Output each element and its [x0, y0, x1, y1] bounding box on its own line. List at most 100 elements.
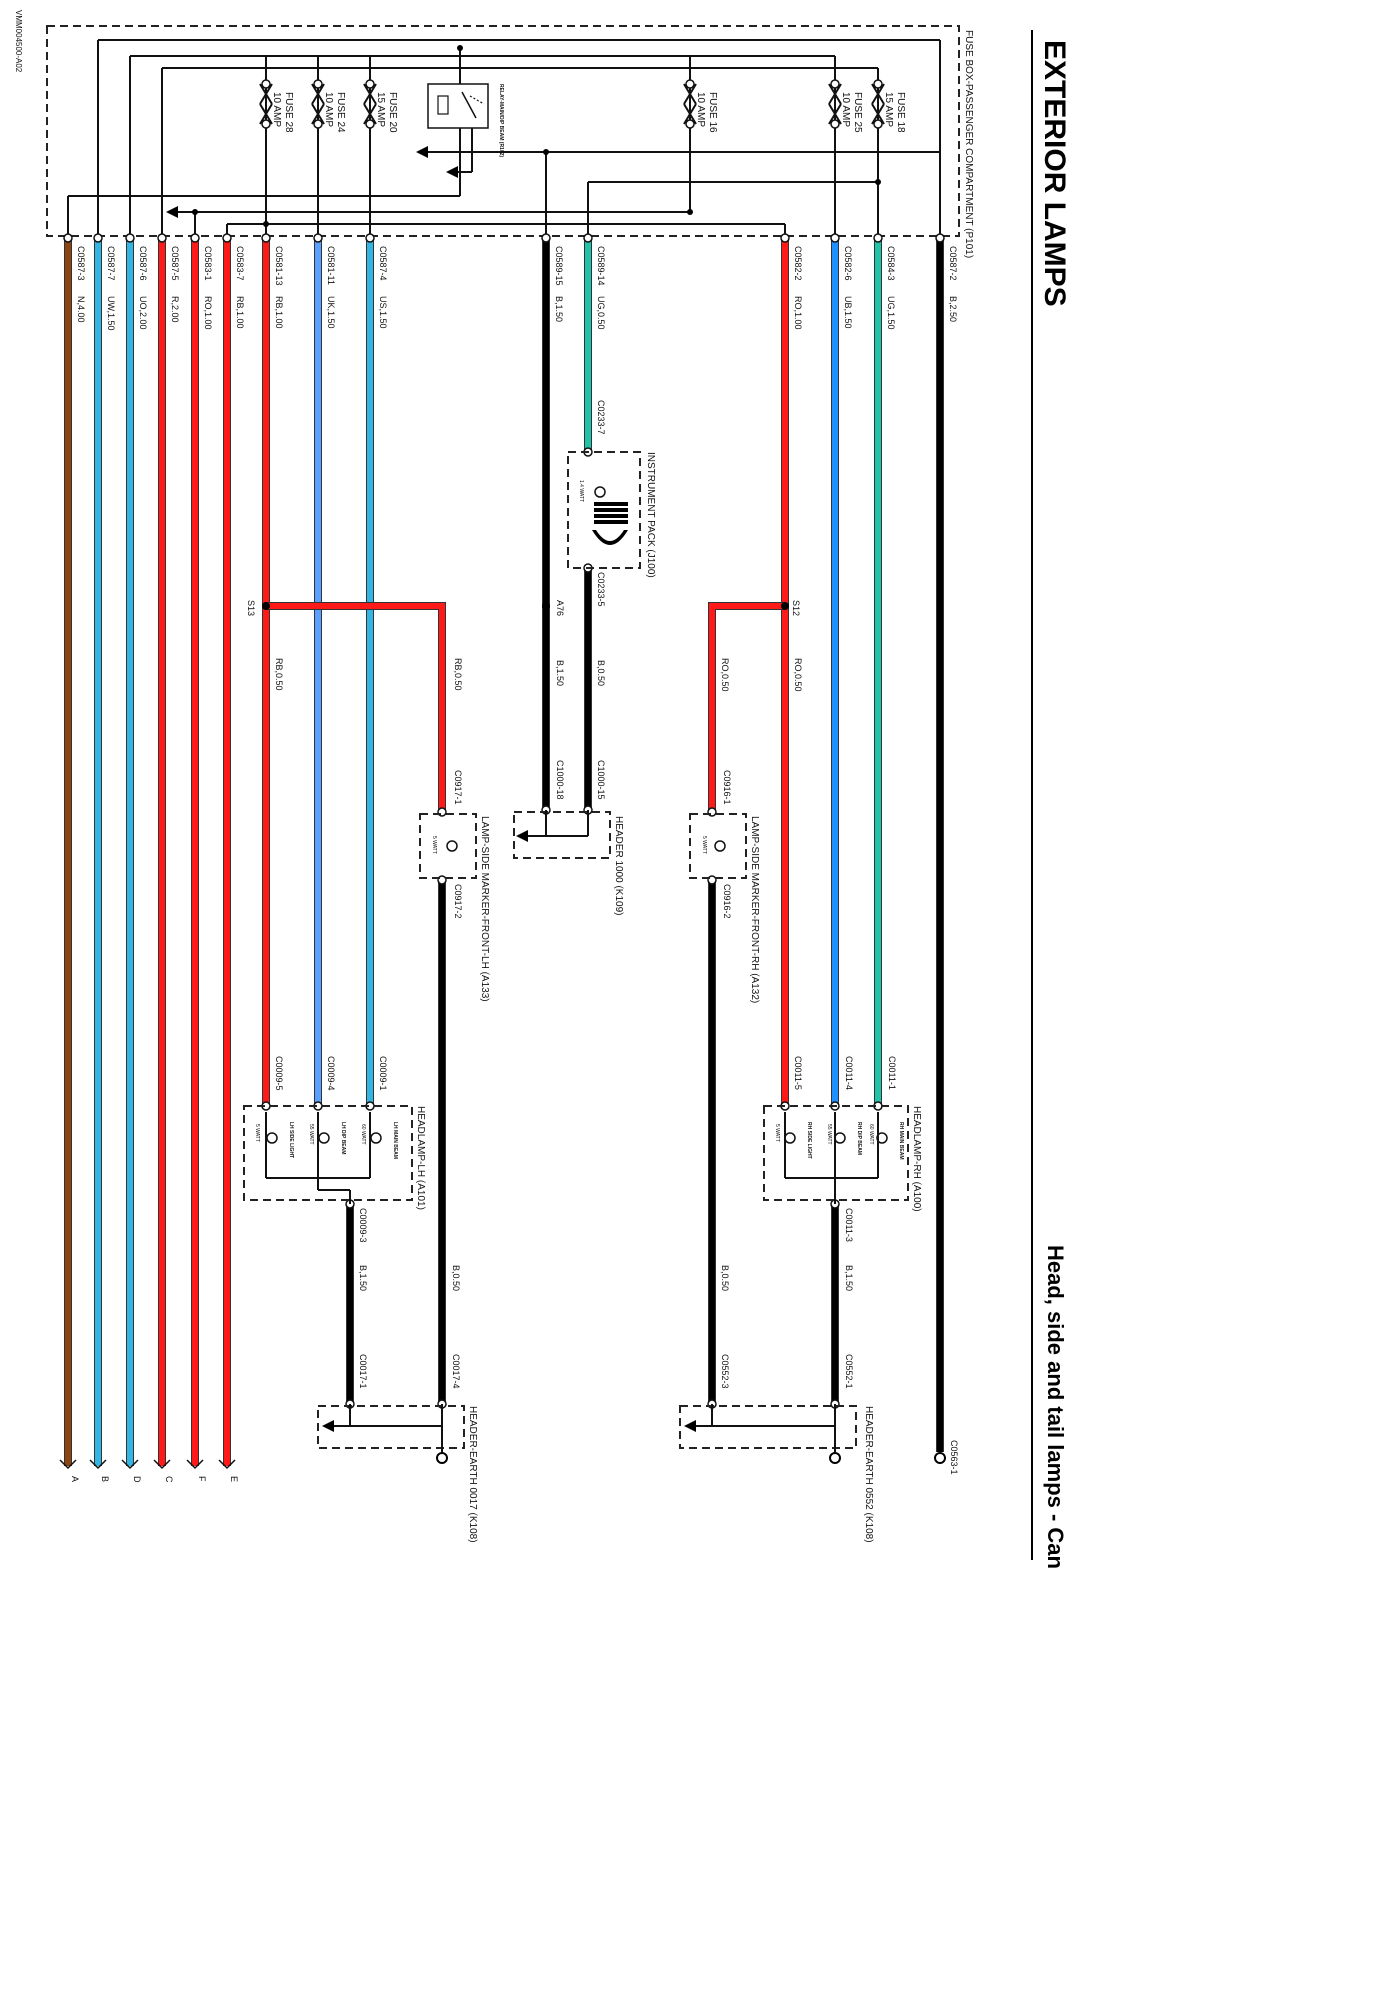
- code-headlamp-lh-out: B,1.50: [358, 1265, 368, 1291]
- fuse-box-label: FUSE BOX-PASSENGER COMPARTMENT (P101): [963, 30, 974, 258]
- code-a76-down: B,1.50: [555, 660, 565, 686]
- headlamp-lh: HEADLAMP-LH (A101) C0009-5 C0009-4 C0009…: [243, 1056, 426, 1243]
- wire-code-label: UW,1.50: [106, 296, 116, 331]
- exit-label: D: [132, 1476, 142, 1483]
- earth-point-icon: [829, 1452, 841, 1464]
- instrument-pack-pin-out: C0233-5: [596, 572, 606, 607]
- pin-connector-label: C0582-6: [843, 246, 853, 281]
- earth-point-icon: [436, 1452, 448, 1464]
- splice-a76-label: A76: [555, 600, 565, 616]
- header-1000-pin-b: C1000-15: [596, 760, 606, 800]
- fuse-rating: 15 AMP: [883, 92, 894, 127]
- headlamp-lh-pin-4: C0009-3: [358, 1208, 368, 1243]
- lamp-bulb-icon: [594, 486, 606, 498]
- earth-c0563: C0563-1: [934, 1440, 959, 1475]
- pin-c0587-4: C0587-4US,1.50: [365, 233, 388, 329]
- headlamp-lh-lamp-2-watt: 55 WATT: [308, 1124, 314, 1145]
- splice-dot: [781, 602, 789, 610]
- headlamp-rh-lamp-2-name: RH DIP BEAM: [856, 1122, 862, 1155]
- pin-connector-label: C0583-1: [203, 246, 213, 281]
- page-subtitle: Head, side and tail lamps - Canada: [1043, 1245, 1068, 1569]
- marker-rh-lamp-watt: 5 WATT: [701, 836, 707, 854]
- lamp-bulb-icon: [834, 1132, 846, 1144]
- segment-codes: B,1.50 B,0.50 B,0.50 B,1.50 B,0.50 B,1.5…: [358, 660, 854, 1291]
- earth-lh-pin-b: C0017-4: [451, 1354, 461, 1389]
- exit-c: C: [153, 1459, 174, 1483]
- wire-code-label: B,1.50: [554, 296, 564, 322]
- instrument-pack: INSTRUMENT PACK (J100) C0233-7 C0233-5 1…: [567, 400, 656, 607]
- wire-code-label: UB,1.50: [843, 296, 853, 329]
- lamp-bulb-icon: [370, 1132, 382, 1144]
- wire-splice-s13-branch: [266, 602, 446, 812]
- lamp-bulb-icon: [714, 840, 726, 852]
- exit-e: E: [218, 1459, 239, 1482]
- wire-code-label: R,2.00: [170, 296, 180, 323]
- pin-connector-label: C0583-7: [235, 246, 245, 281]
- code-marker-lh-out: B,0.50: [451, 1265, 461, 1291]
- pin-connector-label: C0587-6: [138, 246, 148, 281]
- headlamp-lh-lamp-2-name: LH DIP BEAM: [340, 1122, 346, 1154]
- wire-code-label: RO,1.00: [203, 296, 213, 330]
- wire-code-label: RB,1.00: [274, 296, 284, 329]
- headlamp-rh-lamp-1-name: RH SIDE LIGHT: [806, 1122, 812, 1159]
- pin-connector-label: C0584-3: [886, 246, 896, 281]
- lamp-bulb-icon: [446, 840, 458, 852]
- earth-rh-label: HEADER-EARTH 0552 (K108): [863, 1406, 874, 1543]
- pin-connector-label: C0581-13: [274, 246, 284, 286]
- code-headlamp-rh-out: B,1.50: [844, 1265, 854, 1291]
- headlamp-lh-pin-3: C0009-1: [378, 1056, 388, 1091]
- wire-code-label: UG,1.50: [886, 296, 896, 330]
- headlamp-rh-lamp-2-watt: 55 WATT: [826, 1124, 832, 1145]
- exit-label: A: [70, 1476, 80, 1482]
- fuse-rating: 10 AMP: [271, 92, 282, 127]
- header-1000-label: HEADER 1000 (K109): [613, 816, 624, 916]
- marker-lh: LAMP-SIDE MARKER-FRONT-LH (A133) C0917-1…: [419, 770, 490, 1002]
- headlamp-rh-pin-3: C0011-1: [887, 1056, 897, 1090]
- pin-c0583-7: C0583-7RB,1.00: [222, 233, 245, 329]
- header-1000-pin-a: C1000-18: [555, 760, 565, 800]
- lamp-bulb-icon: [318, 1132, 330, 1144]
- headlamp-rh-pin-1: C0011-5: [793, 1056, 803, 1090]
- headlamp-lh-lamp-3-name: LH MAIN BEAM: [392, 1122, 398, 1159]
- fuse-box-internal-wiring: [67, 39, 941, 236]
- earth-rh-pin-b: C0552-3: [720, 1354, 730, 1389]
- headlamp-rh: HEADLAMP-RH (A100) C0011-5 C0011-4 C0011…: [763, 1056, 922, 1242]
- wire-splice-s12-branch: [708, 602, 785, 812]
- splice-s13-code-b: RB,0.50: [453, 658, 463, 691]
- pin-connector-label: C0587-5: [170, 246, 180, 281]
- pin-c0587-5: C0587-5R,2.00: [157, 233, 180, 323]
- pin-c0582-2: C0582-2RO,1.00: [780, 233, 803, 330]
- fuse-name: FUSE 20: [387, 92, 398, 133]
- earth-rh-pin-a: C0552-1: [844, 1354, 854, 1389]
- fuse-name: FUSE 24: [335, 92, 346, 133]
- headlamp-lh-pin-2: C0009-4: [326, 1056, 336, 1091]
- exit-d: D: [121, 1459, 142, 1483]
- exit-label: B: [100, 1476, 110, 1482]
- fuse-box-junctions: [192, 45, 881, 227]
- earth-header-rh: HEADER-EARTH 0552 (K108) C0552-1 C0552-3: [679, 1354, 874, 1543]
- headlamp-rh-pin-4: C0011-3: [844, 1208, 854, 1242]
- splice-s12-code-a: RO,0.50: [793, 658, 803, 692]
- splices: S13 RB,0.50 RB,0.50 S12 RO,0.50 RO,0.50 …: [246, 600, 803, 692]
- header-1000: HEADER 1000 (K109) C1000-18 C1000-15: [513, 760, 624, 916]
- code-ip-out: B,0.50: [596, 660, 606, 686]
- fuse-name: FUSE 16: [707, 92, 718, 133]
- fuse-name: FUSE 18: [895, 92, 906, 133]
- fuse-name: FUSE 25: [852, 92, 863, 133]
- splice-dot: [262, 602, 270, 610]
- exit-label: C: [164, 1476, 174, 1483]
- wire-code-label: RB,1.00: [235, 296, 245, 329]
- pin-c0587-6: C0587-6UO,2.00: [125, 233, 148, 330]
- earth-c0563-label: C0563-1: [949, 1440, 959, 1475]
- title-strip: EXTERIOR LAMPS Head, side and tail lamps…: [14, 10, 1071, 1569]
- headlamp-rh-lamp-3-watt: 60 WATT: [868, 1124, 874, 1145]
- wire-code-label: B,2.50: [948, 296, 958, 322]
- headlamp-lh-lamp-1-watt: 5 WATT: [254, 1124, 260, 1142]
- earth-point-icon: [934, 1452, 946, 1464]
